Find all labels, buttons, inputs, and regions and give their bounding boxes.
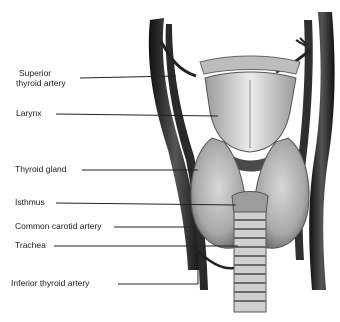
- trachea: [234, 212, 266, 312]
- label-larynx: Larynx: [16, 109, 42, 118]
- label-superior-thyroid-artery-line2: thyroid artery: [16, 79, 66, 88]
- label-inferior-thyroid-artery: Inferior thyroid artery: [11, 279, 89, 288]
- label-trachea: Trachea: [15, 241, 46, 250]
- label-thyroid-gland: Thyroid gland: [15, 165, 67, 174]
- label-isthmus: Isthmus: [15, 198, 45, 207]
- label-superior-thyroid-artery-line1: Superior: [19, 69, 51, 78]
- label-common-carotid-artery: Common carotid artery: [15, 222, 101, 231]
- hyoid-bone: [200, 56, 300, 74]
